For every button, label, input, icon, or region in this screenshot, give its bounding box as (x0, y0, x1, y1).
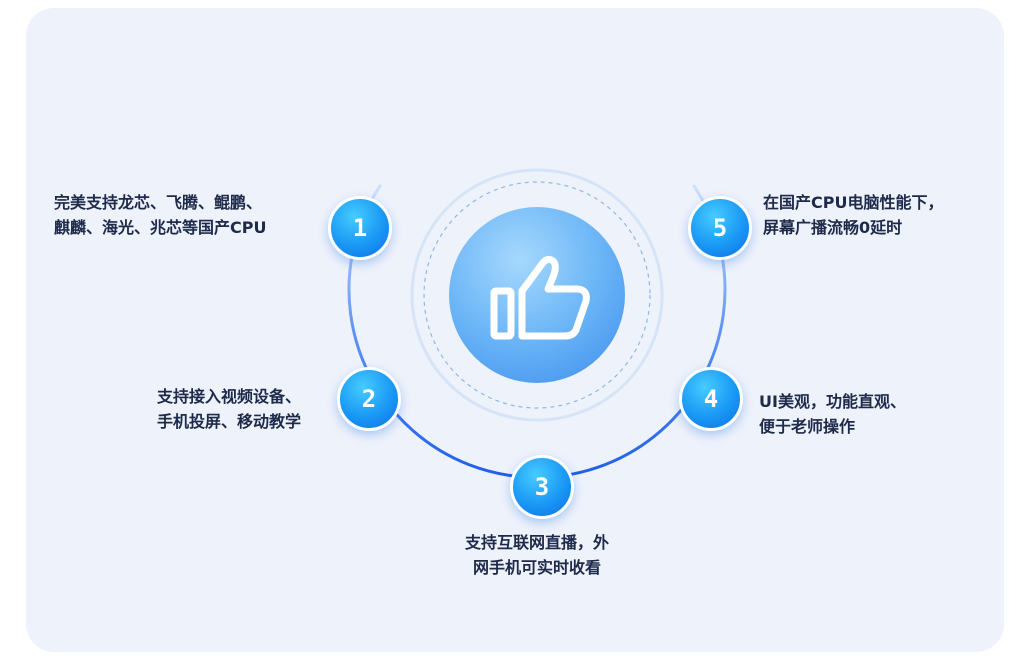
step-caption-2: 支持接入视频设备、 手机投屏、移动教学 (157, 384, 301, 434)
step-caption-3-line-1: 支持互联网直播，外 (464, 533, 609, 552)
center-outer-ring (410, 168, 664, 422)
step-caption-4-line-2: 便于老师操作 (759, 417, 856, 436)
step-caption-5: 在国产CPU电脑性能下， 屏幕广播流畅0延时 (763, 190, 943, 240)
center-dashed-ring (423, 181, 651, 409)
thumbs-up-icon (490, 255, 590, 340)
center-circle (449, 207, 625, 383)
step-caption-5-line-1: 在国产CPU电脑性能下， (763, 193, 944, 212)
step-caption-1: 完美支持龙芯、飞腾、鲲鹏、 麒麟、海光、兆芯等国产CPU (54, 190, 266, 240)
step-caption-2-line-1: 支持接入视频设备、 (157, 387, 302, 406)
step-caption-4: UI美观，功能直观、 便于老师操作 (759, 389, 906, 439)
step-node-1: 1 (328, 196, 392, 260)
step-caption-1-line-1: 完美支持龙芯、飞腾、鲲鹏、 (54, 193, 263, 212)
step-caption-5-line-2: 屏幕广播流畅0延时 (763, 218, 903, 237)
step-caption-3: 支持互联网直播，外 网手机可实时收看 (442, 530, 632, 580)
step-caption-1-line-2: 麒麟、海光、兆芯等国产CPU (54, 218, 267, 237)
step-node-4: 4 (679, 367, 743, 431)
step-node-2: 2 (337, 367, 401, 431)
step-node-5: 5 (688, 196, 752, 260)
step-caption-2-line-2: 手机投屏、移动教学 (157, 412, 302, 431)
step-node-3: 3 (510, 455, 574, 519)
step-caption-4-line-1: UI美观，功能直观、 (759, 392, 906, 411)
step-caption-3-line-2: 网手机可实时收看 (472, 558, 601, 577)
